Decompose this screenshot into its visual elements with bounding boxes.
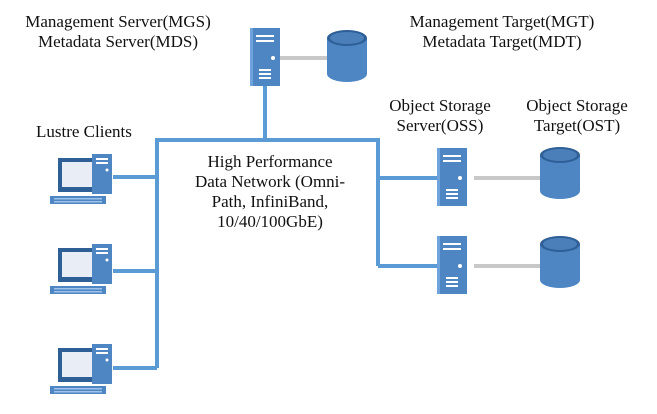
network-label: High Performance Data Network (Omni- Pat… [170, 152, 370, 232]
mgs-label-line1: Management Server(MGS) [25, 12, 211, 31]
oss-label-line2: Server(OSS) [396, 116, 484, 135]
network-label-line2: Data Network (Omni- [194, 172, 346, 191]
client3-computer-icon [50, 344, 112, 394]
ost-label: Object Storage Target(OST) [508, 96, 646, 136]
mgt-storage-icon [327, 30, 367, 82]
oss1-server-icon [437, 148, 467, 206]
network-lines [113, 86, 437, 370]
mgs-label: Management Server(MGS) Metadata Server(M… [0, 12, 236, 52]
oss2-server-icon [437, 236, 467, 294]
mgs-server-icon [250, 28, 280, 86]
ost1-storage-icon [540, 147, 580, 199]
client2-computer-icon [50, 244, 112, 294]
ost-label-line2: Target(OST) [533, 116, 621, 135]
storage-links [280, 56, 540, 268]
client1-computer-icon [50, 154, 112, 204]
network-label-line4: 10/40/100GbE) [217, 212, 323, 231]
ost-label-line1: Object Storage [526, 96, 628, 115]
ost2-storage-icon [540, 236, 580, 288]
oss-label-line1: Object Storage [389, 96, 491, 115]
network-label-line3: Path, InfiniBand, [211, 192, 329, 211]
network-label-line1: High Performance [207, 152, 333, 171]
mgt-label: Management Target(MGT) Metadata Target(M… [384, 12, 620, 52]
mgt-label-line2: Metadata Target(MDT) [422, 32, 582, 51]
mgs-label-line2: Metadata Server(MDS) [37, 32, 199, 51]
mgt-label-line1: Management Target(MGT) [409, 12, 595, 31]
oss-label: Object Storage Server(OSS) [378, 96, 502, 136]
clients-label: Lustre Clients [36, 122, 132, 141]
